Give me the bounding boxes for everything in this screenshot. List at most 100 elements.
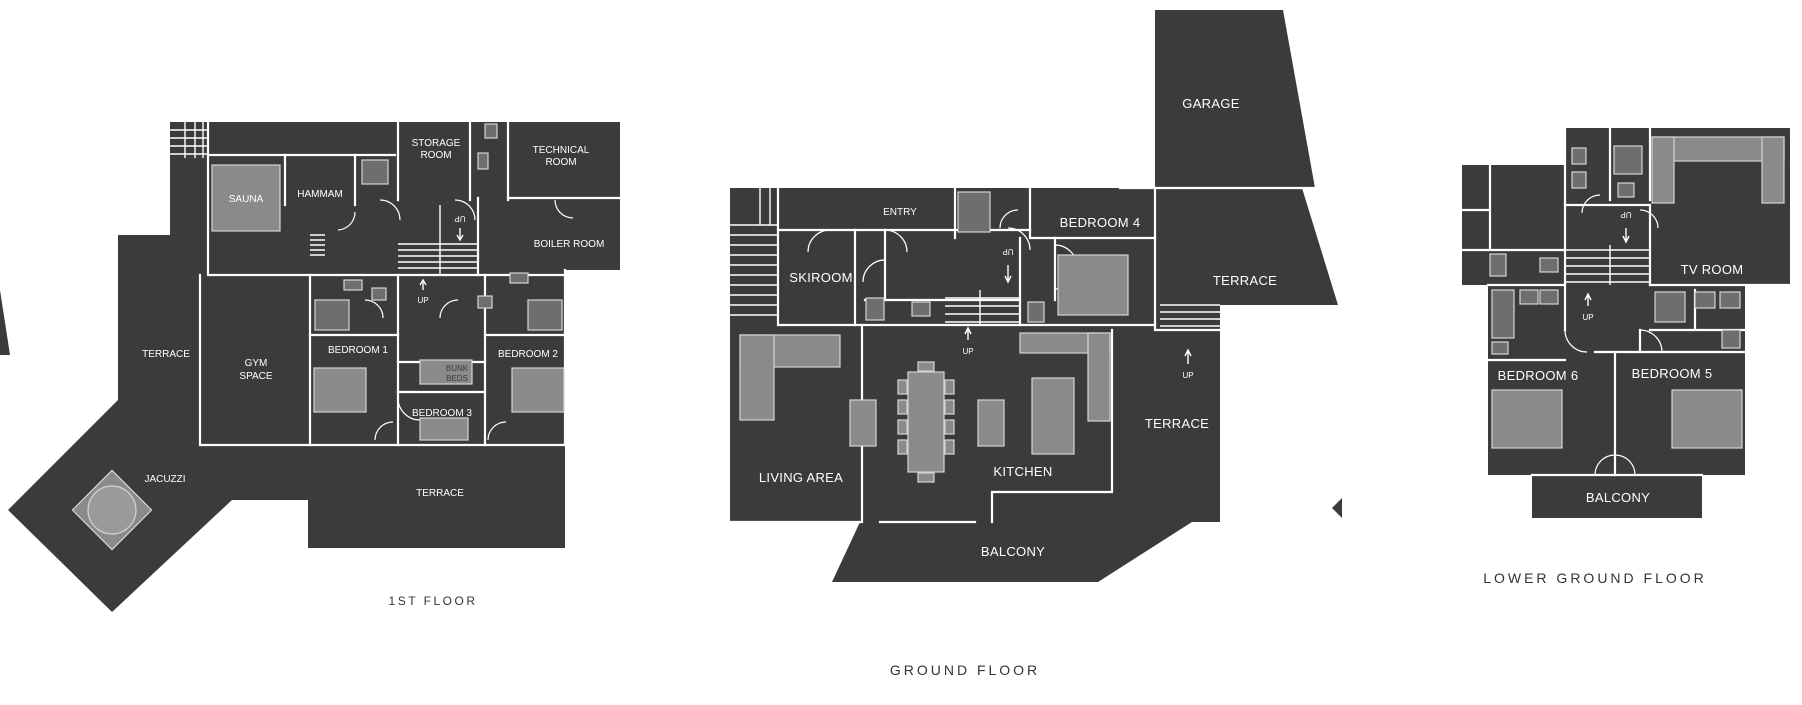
toilet-icon [477, 295, 493, 309]
first-floor-plan: SAUNA HAMMAM STORAGE ROOM TECHNICAL ROOM… [0, 120, 622, 612]
floor-caption-ground: GROUND FLOOR [890, 662, 1040, 678]
stair-arrow-icon [456, 228, 464, 242]
stair-up-label-flipped: UP [1002, 247, 1013, 256]
stair-arrow-icon [419, 278, 427, 290]
sink-icon [1539, 289, 1559, 305]
first-floor-doors [337, 199, 574, 441]
ground-floor-shell [730, 10, 1338, 582]
stair-arrow-icon [1184, 348, 1192, 364]
room-label-storage-line1: STORAGE [412, 138, 461, 149]
stair-up-label: UP [417, 296, 428, 305]
room-label-tv: TV ROOM [1681, 262, 1744, 277]
bunk-bed-icon [419, 359, 473, 385]
room-label-balcony: BALCONY [981, 544, 1045, 559]
bed-icon [1057, 254, 1129, 316]
room-label-terrace-bottom: TERRACE [416, 488, 464, 499]
lower-ground-floor-plan: TV ROOM BEDROOM 6 BEDROOM 5 BALCONY UP U… [1460, 126, 1792, 586]
room-label-bedroom6: BEDROOM 6 [1498, 368, 1579, 383]
bathtub-icon [1491, 289, 1515, 339]
shower-icon [1654, 291, 1686, 323]
toilet-icon [1539, 257, 1559, 273]
jacuzzi-icon [71, 469, 153, 551]
bed-icon [511, 367, 565, 413]
bed-icon [1491, 389, 1563, 449]
shower-icon [361, 159, 389, 185]
room-label-terrace-right: TERRACE [1145, 416, 1209, 431]
room-label-bedroom3: BEDROOM 3 [412, 408, 472, 419]
coffee-table-icon [849, 399, 877, 447]
ground-floor-plan: GARAGE ENTRY SKIROOM BEDROOM 4 TERRACE T… [728, 10, 1342, 678]
side-table-icon [977, 399, 1005, 447]
stair-up-label-flipped: UP [454, 214, 465, 223]
room-label-bedroom4: BEDROOM 4 [1060, 215, 1141, 230]
bed-icon [419, 417, 469, 441]
room-label-gym-line2: SPACE [239, 371, 272, 382]
toilet-icon [371, 287, 387, 301]
room-label-living: LIVING AREA [759, 470, 843, 485]
lower-ground-floor-walls [1460, 126, 1792, 477]
room-label-hammam: HAMMAM [297, 189, 343, 200]
stair-up-label: UP [1582, 313, 1593, 322]
room-label-garage: GARAGE [1182, 96, 1239, 111]
toilet-icon [484, 123, 498, 139]
room-label-jacuzzi: JACUZZI [144, 474, 185, 485]
sink-icon [477, 152, 489, 170]
room-label-bedroom2: BEDROOM 2 [498, 349, 558, 360]
floor-caption-first: 1ST FLOOR [389, 594, 478, 608]
stair-arrow-icon [1622, 228, 1630, 244]
sofa-icon [1651, 136, 1785, 204]
room-label-entry: ENTRY [883, 207, 917, 218]
stair-arrow-icon [1004, 265, 1012, 284]
toilet-icon [1617, 182, 1635, 198]
shower-icon [314, 299, 350, 331]
room-label-technical-line2: ROOM [545, 157, 576, 168]
sink-icon [1571, 171, 1587, 189]
lower-ground-floor-doors [1564, 194, 1663, 476]
room-label-balcony: BALCONY [1586, 490, 1650, 505]
stair-arrow-icon [964, 326, 972, 340]
room-label-gym-line1: GYM [245, 358, 268, 369]
floor-caption-lower: LOWER GROUND FLOOR [1483, 570, 1707, 586]
stair-up-label: UP [1182, 371, 1193, 380]
ground-floor-stairs [730, 188, 1220, 327]
first-floor-walls [198, 120, 622, 447]
room-label-terrace-top: TERRACE [1213, 273, 1277, 288]
bunk-label-line2: BEDS [446, 374, 468, 383]
bunk-label-line1: BUNK [446, 364, 469, 373]
room-label-bedroom5: BEDROOM 5 [1632, 366, 1713, 381]
sauna-bench [211, 164, 281, 232]
toilet-icon [1491, 341, 1509, 355]
sink-icon [343, 279, 363, 291]
room-label-skiroom: SKIROOM [789, 270, 853, 285]
room-label-bedroom1: BEDROOM 1 [328, 345, 388, 356]
toilet-icon [1721, 329, 1741, 349]
room-label-boiler: BOILER ROOM [534, 239, 605, 250]
lower-ground-floor-stairs [1565, 245, 1650, 285]
kitchen-island-icon [1031, 377, 1075, 455]
shower-icon [527, 299, 563, 331]
room-label-sauna: SAUNA [229, 194, 264, 205]
bed-icon [1671, 389, 1743, 449]
sink-icon [1519, 289, 1539, 305]
toilet-icon [1027, 301, 1045, 323]
ground-floor-walls [728, 186, 1322, 524]
kitchen-counter-icon [1019, 332, 1111, 422]
sink-icon [865, 297, 885, 321]
ground-floor-edge-fragment [1332, 498, 1342, 518]
first-floor-stairs-center [310, 205, 478, 275]
sink-icon [1719, 291, 1741, 309]
dining-chairs-icon [897, 361, 955, 483]
room-label-technical-line1: TECHNICAL [533, 145, 590, 156]
shower-icon [1613, 145, 1643, 175]
stair-arrow-icon [1584, 292, 1592, 306]
sink-icon [1571, 147, 1587, 165]
toilet-icon [911, 301, 931, 317]
room-label-terrace-left: TERRACE [142, 349, 190, 360]
sink-icon [1489, 253, 1507, 277]
sofa-icon [739, 334, 841, 421]
room-label-storage-line2: ROOM [420, 150, 451, 161]
stair-up-label: UP [962, 347, 973, 356]
bed-icon [313, 367, 367, 413]
first-floor-edge-fragment [0, 290, 10, 355]
